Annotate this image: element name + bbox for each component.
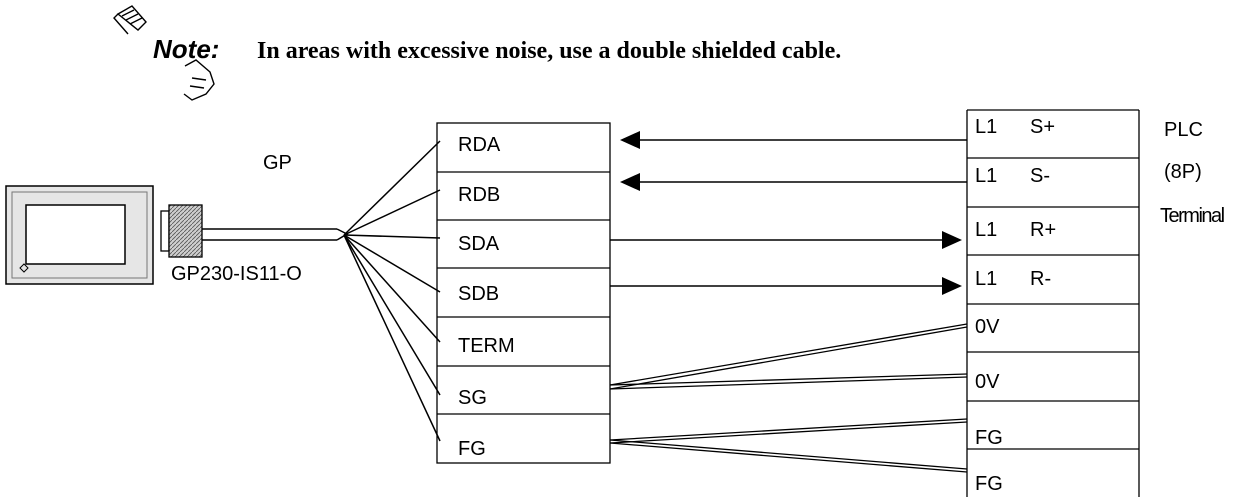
plc-terminal-block bbox=[966, 109, 1140, 497]
ground-wires bbox=[609, 323, 968, 473]
plc-terminal-label: Terminal bbox=[1160, 205, 1225, 227]
plc-terminal-4-signal: R- bbox=[1030, 268, 1051, 290]
fanout-wires bbox=[343, 140, 441, 442]
gp-cable-label: GP230-IS11-O bbox=[171, 263, 302, 285]
arrowhead-rda bbox=[620, 131, 640, 149]
gp-terminal-block bbox=[436, 122, 611, 464]
plc-type-label: (8P) bbox=[1164, 161, 1202, 183]
gp-terminal-fg: FG bbox=[458, 438, 486, 460]
gp-label: GP bbox=[263, 152, 292, 174]
plc-terminal-6-pin: 0V bbox=[975, 371, 1000, 393]
gp-display-icon bbox=[5, 185, 154, 285]
arrowhead-rdb bbox=[620, 173, 640, 191]
gp-terminal-rdb: RDB bbox=[458, 184, 500, 206]
plc-terminal-labels: L1 S+ L1 S- L1 R+ L1 R- 0V 0V FG FG bbox=[975, 116, 1056, 495]
arrowhead-r-plus bbox=[942, 231, 962, 249]
plc-terminal-4-pin: L1 bbox=[975, 268, 997, 290]
plc-label: PLC bbox=[1164, 119, 1203, 141]
note-label: Note: bbox=[153, 34, 220, 64]
gp-terminal-sdb: SDB bbox=[458, 283, 499, 305]
plc-terminal-3-signal: R+ bbox=[1030, 219, 1056, 241]
gp-terminal-sda: SDA bbox=[458, 233, 500, 255]
plc-terminal-2-signal: S- bbox=[1030, 165, 1050, 187]
plc-terminal-1-signal: S+ bbox=[1030, 116, 1055, 138]
plc-terminal-3-pin: L1 bbox=[975, 219, 997, 241]
gp-terminal-rda: RDA bbox=[458, 134, 501, 156]
connector-icon bbox=[160, 204, 203, 258]
plc-terminal-5-pin: 0V bbox=[975, 316, 1000, 338]
plc-terminal-7-pin: FG bbox=[975, 427, 1003, 449]
plc-terminal-1-pin: L1 bbox=[975, 116, 997, 138]
note-text: In areas with excessive noise, use a dou… bbox=[257, 38, 842, 64]
signal-wires bbox=[610, 131, 967, 295]
gp-cable bbox=[202, 228, 349, 241]
gp-terminal-sg: SG bbox=[458, 387, 487, 409]
gp-terminal-term: TERM bbox=[458, 335, 515, 357]
arrowhead-r-minus bbox=[942, 277, 962, 295]
gp-terminal-labels: RDA RDB SDA SDB TERM SG FG bbox=[458, 134, 515, 460]
plc-terminal-2-pin: L1 bbox=[975, 165, 997, 187]
plc-terminal-8-pin: FG bbox=[975, 473, 1003, 495]
